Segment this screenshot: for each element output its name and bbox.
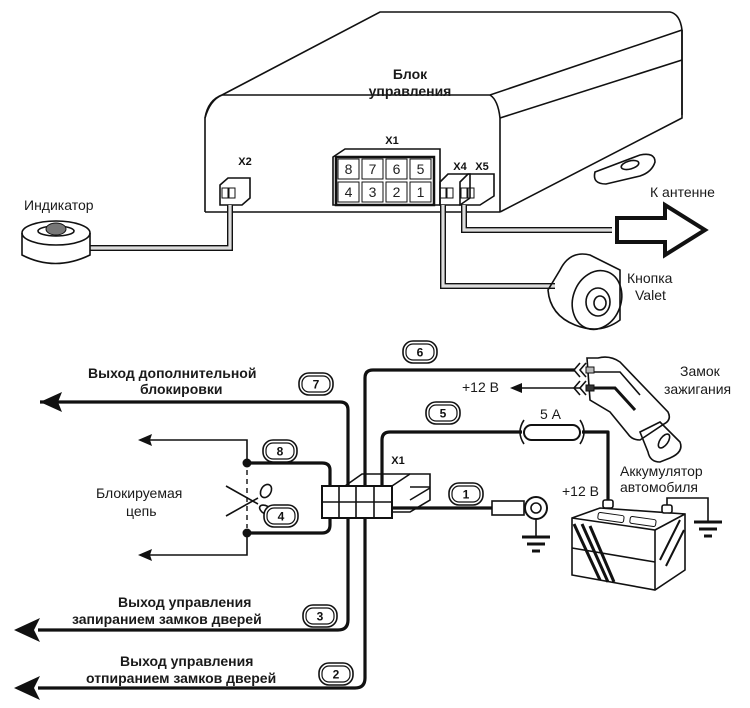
x1-pin-cell <box>361 181 384 203</box>
valet-label-1: Кнопка <box>627 270 673 286</box>
x1-plug-label: X1 <box>391 455 404 467</box>
wire-tag-number: 2 <box>333 668 340 682</box>
valet-button <box>547 253 623 331</box>
blocked-circuit-label-1: Блокируемая <box>96 485 182 501</box>
x1-pin-cell <box>409 181 432 203</box>
wire-2-label-2: отпиранием замков дверей <box>86 670 276 686</box>
wire-3 <box>14 510 350 642</box>
wire-3-label-2: запиранием замков дверей <box>72 611 262 627</box>
wire-tag-1: 1 <box>448 482 484 506</box>
x1-pin-number: 7 <box>369 161 377 177</box>
x1-pin-cell <box>385 158 408 180</box>
wire-7-label-2: блокировки <box>140 381 223 397</box>
wire-5 <box>380 430 610 500</box>
x2-connector: X2 <box>219 156 252 206</box>
x1-pin-number: 2 <box>393 184 401 200</box>
wire-tag-8: 8 <box>262 439 298 463</box>
x1-pin-number: 8 <box>345 161 353 177</box>
antenna-arrow <box>615 201 709 259</box>
wire-2-arrow <box>14 676 40 700</box>
blocked-circuit <box>138 434 252 561</box>
ignition-12v-label: +12 В <box>462 379 499 395</box>
wire-3-arrow <box>14 618 40 642</box>
wire-1 <box>386 496 548 536</box>
wire-3-label-1: Выход управления <box>118 594 251 610</box>
indicator-label: Индикатор <box>24 197 94 213</box>
fuse-label: 5 А <box>540 406 562 422</box>
wire-tag-6: 6 <box>402 340 438 364</box>
x1-pin-cell <box>361 158 384 180</box>
wire-tag-number: 3 <box>317 610 324 624</box>
x1-pin-cell <box>385 181 408 203</box>
x1-pin-number: 3 <box>369 184 377 200</box>
x1-pin-cell <box>337 158 360 180</box>
control-unit-label-2: управления <box>369 83 452 99</box>
wire-7 <box>40 392 350 488</box>
x5-connector: X5 <box>459 161 495 206</box>
ignition-label-1: Замок <box>680 363 721 379</box>
wire-tag-number: 1 <box>463 488 470 502</box>
wire-6 <box>363 368 575 488</box>
battery-label-2: автомобиля <box>620 479 698 495</box>
x5-label: X5 <box>475 161 488 173</box>
wire-tag-7: 7 <box>298 372 334 396</box>
battery <box>571 497 709 591</box>
x1-plug <box>321 473 431 519</box>
ground-icon <box>522 535 550 553</box>
x2-label: X2 <box>238 156 251 168</box>
wire-8 <box>247 461 332 488</box>
valet-label-2: Valet <box>635 287 666 303</box>
x4-label: X4 <box>453 161 467 173</box>
wire-tag-number: 6 <box>417 346 424 360</box>
wire-7-arrow <box>40 392 62 412</box>
blocked-circuit-label-2: цепь <box>126 503 157 519</box>
valet-cable <box>440 205 555 289</box>
antenna-cable <box>461 205 612 233</box>
wire-tag-number: 5 <box>440 407 447 421</box>
wire-2 <box>14 510 367 700</box>
antenna-label: К антенне <box>650 184 715 200</box>
battery-label-1: Аккумулятор <box>620 463 703 479</box>
x1-pin-number: 5 <box>417 161 425 177</box>
indicator-led <box>21 220 91 265</box>
control-unit-label-1: Блок <box>393 66 428 82</box>
ignition-switch <box>585 356 682 463</box>
fuse <box>519 419 585 445</box>
wire-2-label-1: Выход управления <box>120 653 253 669</box>
battery-ground-icon <box>694 520 722 538</box>
wire-tag-number: 8 <box>277 445 284 459</box>
x1-pin-cell <box>409 158 432 180</box>
x1-pin-number: 6 <box>393 161 401 177</box>
wire-tag-number: 7 <box>313 378 320 392</box>
mounting-tab <box>593 153 656 185</box>
control-unit: Блок управления <box>204 11 683 213</box>
wire-tag-3: 3 <box>302 604 338 628</box>
battery-12v-label: +12 В <box>562 483 599 499</box>
ignition-12v-line <box>510 362 587 396</box>
x1-pin-number: 1 <box>417 184 425 200</box>
wire-tag-number: 4 <box>278 510 285 524</box>
ignition-label-2: зажигания <box>664 381 731 397</box>
wire-tag-5: 5 <box>425 401 461 425</box>
x1-pin-cell <box>337 181 360 203</box>
wire-4 <box>247 510 332 535</box>
x1-label: X1 <box>385 135 398 147</box>
x1-pin-number: 4 <box>345 184 353 200</box>
wire-tag-2: 2 <box>318 662 354 686</box>
indicator-cable <box>90 205 233 251</box>
wire-7-label-1: Выход дополнительной <box>88 365 256 381</box>
wire-tag-4: 4 <box>263 504 299 528</box>
